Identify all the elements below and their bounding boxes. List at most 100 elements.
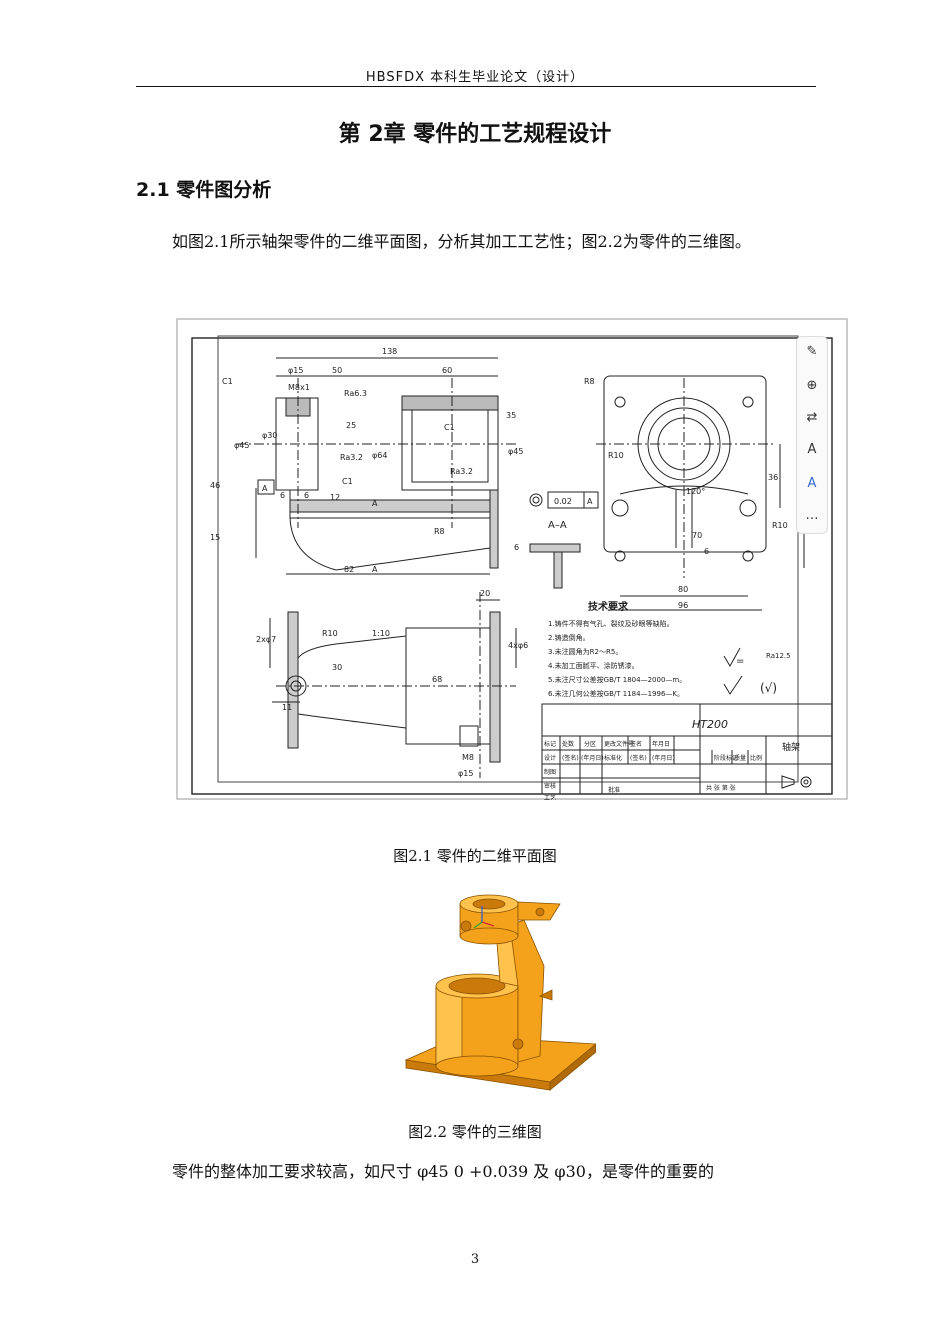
tb-cell: 处数	[562, 740, 574, 748]
note-item: 4.未加工面腻平、涂防锈漆。	[548, 661, 639, 670]
page-header: HBSFDX 本科生毕业论文（设计）	[365, 70, 585, 85]
dim-text: φ64	[372, 451, 387, 460]
dim-text: 6	[514, 543, 519, 552]
section-title: 2.1 零件图分析	[136, 179, 272, 201]
dim-text: 80	[678, 585, 688, 594]
tb-cell: 分区	[584, 740, 596, 748]
side-view	[269, 592, 517, 778]
drawing-outer-frame	[176, 318, 848, 800]
tb-cell: 制图	[544, 768, 556, 776]
drawing-inner-frame	[217, 335, 799, 783]
tb-cell: (年月日)	[581, 754, 604, 762]
tb-cell: 年月日	[652, 740, 670, 748]
note-item: 3.未注圆角为R2～R5。	[548, 647, 622, 656]
drawing-svg: 138 50 60 φ15 M8x1 Ra6.3 C1 C1 Ra3.2 C1 …	[176, 318, 848, 802]
paragraph-analysis: 零件的整体加工要求较高，如尺寸 φ45 0 +0.039 及 φ30，是零件的重…	[172, 1162, 714, 1181]
dim-text: 4xφ6	[508, 641, 528, 650]
dim-text: φ15	[288, 366, 303, 375]
dim-text: φ30	[262, 431, 277, 440]
tb-cell: 审核	[544, 782, 556, 790]
render-svg	[404, 894, 598, 1091]
dim-text: R10	[608, 451, 624, 460]
dim-text: 25	[346, 421, 356, 430]
dim-text: A	[372, 499, 378, 508]
ocr-text-icon[interactable]: A	[807, 476, 817, 491]
more-icon[interactable]: …	[805, 508, 819, 523]
dim-text: 2xφ7	[256, 635, 276, 644]
dim-text: Ra6.3	[344, 389, 367, 398]
dim-text: 6	[704, 547, 709, 556]
dim-text: 46	[210, 481, 220, 490]
dim-text: 35	[506, 411, 516, 420]
zoom-in-icon[interactable]: ⊕	[806, 378, 818, 393]
dim-text: 70	[692, 531, 702, 540]
dim-text: R8	[584, 377, 595, 386]
page-number: 3	[470, 1252, 480, 1267]
edit-image-icon[interactable]: ✎	[806, 344, 818, 359]
roughness-symbol-paren: (√)	[760, 681, 777, 695]
dim-text: A–A	[548, 520, 567, 531]
tb-cell: 更改文件号	[604, 740, 634, 748]
front-section-view	[236, 357, 599, 589]
material-text: HT200	[692, 718, 728, 731]
roughness-symbol-value: Ra12.5	[766, 652, 791, 660]
dim-text: φ45	[234, 441, 249, 450]
dim-text: 0.02	[554, 497, 572, 506]
tb-cell: (签名)	[562, 754, 579, 762]
dim-text: A	[587, 497, 593, 506]
tb-cell: 标准化	[604, 754, 622, 762]
dim-text: 50	[332, 366, 342, 375]
note-item: 2.铸造倒角。	[548, 633, 590, 642]
note-item: 6.未注几何公差按GB/T 1184—1996—K。	[548, 689, 684, 698]
dim-text: R10	[772, 521, 788, 530]
chapter-title: 第 2章 零件的工艺规程设计	[338, 122, 612, 147]
figure-2d-drawing: 138 50 60 φ15 M8x1 Ra6.3 C1 C1 Ra3.2 C1 …	[176, 318, 848, 802]
figure-3d-render	[400, 886, 598, 1096]
dim-text: 68	[432, 675, 442, 684]
axis-x	[481, 921, 495, 927]
dim-text: φ45	[508, 447, 523, 456]
drawing-border	[191, 337, 833, 795]
dim-text: 36	[768, 473, 778, 482]
dim-text: 6	[280, 491, 285, 500]
swap-icon[interactable]: ⇄	[806, 410, 818, 425]
tb-cell: 质量	[734, 754, 746, 762]
dim-text: 120°	[686, 487, 705, 496]
axis-y	[473, 921, 483, 929]
dim-text: A	[372, 565, 378, 574]
dim-text: M8x1	[288, 383, 310, 392]
dim-text: 15	[210, 533, 220, 542]
tb-cell: 阶段标记	[714, 754, 738, 762]
dim-text: M8	[462, 753, 474, 762]
tb-cell: 共 张 第 张	[706, 784, 736, 792]
annotate-text-icon[interactable]: A	[807, 442, 817, 457]
note-item: 1.铸件不得有气孔、裂纹及砂眼等缺陷。	[548, 619, 674, 628]
tb-cell: 批准	[608, 786, 620, 794]
part-name: 轴架	[782, 741, 800, 753]
dim-text: 20	[480, 589, 490, 598]
header-rule	[136, 86, 816, 87]
tb-cell: 比例	[750, 754, 762, 762]
figure-1-caption: 图2.1 零件的二维平面图	[393, 847, 557, 865]
tb-cell: 签名	[630, 740, 642, 748]
notes-title: 技术要求	[588, 600, 629, 613]
dim-text: C1	[342, 477, 353, 486]
dim-text: 82	[344, 565, 354, 574]
note-item: 5.未注尺寸公差按GB/T 1804—2000—m。	[548, 675, 686, 684]
top-view	[596, 375, 805, 611]
dim-text: 11	[282, 703, 292, 712]
tb-cell: (签名)	[630, 754, 647, 762]
dim-text: 96	[678, 601, 688, 610]
tb-cell: 设计	[544, 754, 556, 762]
dim-text: 1:10	[372, 629, 390, 638]
roughness-symbol-eq: =	[736, 656, 744, 667]
dim-text: R8	[434, 527, 445, 536]
viewer-toolbar: ✎ ⊕ ⇄ A A …	[796, 336, 828, 534]
title-block	[541, 703, 833, 795]
roughness-check-icon	[723, 675, 743, 695]
dim-text: Ra3.2	[450, 467, 473, 476]
tb-cell: (年月日)	[652, 754, 675, 762]
dim-text: 30	[332, 663, 342, 672]
tb-cell: 工艺	[544, 794, 556, 800]
dim-text: Ra3.2	[340, 453, 363, 462]
